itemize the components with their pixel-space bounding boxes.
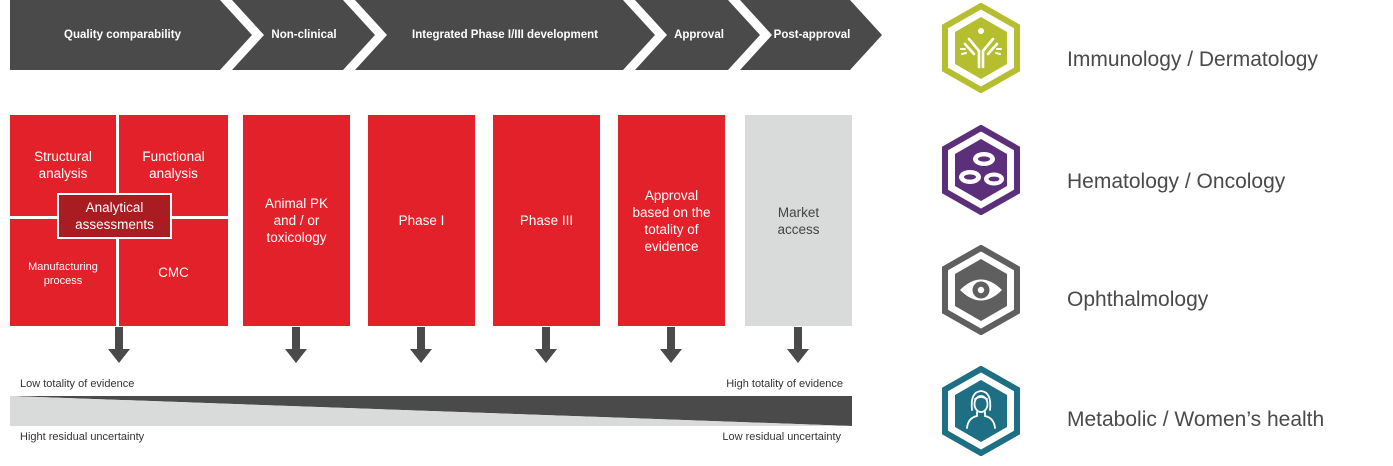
market-access-label: Market access [777,204,820,237]
high-totality-label: High totality of evidence [726,378,843,390]
eye-icon [942,245,1020,335]
phase-label-quality: Quality comparability [64,29,181,41]
low-totality-label: Low totality of evidence [20,378,135,390]
phase-chevron-4 [635,0,760,70]
market-access-box: Market access [745,115,852,326]
manufacturing-process-label: Manufacturing process [28,261,98,287]
analytical-assessments-label: Analytical assessments [75,200,154,232]
phase-label-post-approval: Post-approval [773,29,851,41]
down-arrow-5 [660,327,682,363]
metabolic-label: Metabolic / Women’s health [1067,408,1325,431]
phase-chevron-2 [232,0,375,70]
analytical-assessments-box: Analytical assessments [57,193,172,239]
phase-label-approval: Approval [674,29,724,41]
immunology-label: Immunology / Dermatology [1067,48,1318,71]
low-uncertainty-label: Low residual uncertainty [722,431,841,443]
antibody-icon [942,3,1020,93]
functional-analysis-cell: Functional analysis [119,115,228,216]
down-arrow-1 [108,327,130,363]
ophthalmology-label: Ophthalmology [1067,288,1209,311]
animal-pk-box: Animal PK and / or toxicology [243,115,350,326]
down-arrow-3 [410,327,432,363]
approval-label: Approval based on the totality of eviden… [632,187,711,254]
cmc-cell: CMC [119,219,228,326]
phase-chevron-3 [355,0,655,70]
woman-icon [942,366,1020,456]
animal-pk-label: Animal PK and / or toxicology [264,196,329,245]
phase-chevrons [10,0,882,70]
down-arrow-2 [285,327,307,363]
high-uncertainty-label: Hight residual uncertainty [20,431,145,443]
blood-cells-icon [942,125,1020,215]
phase-3-box: Phase III [493,115,600,326]
phase-1-box: Phase I [368,115,475,326]
hematology-label: Hematology / Oncology [1067,170,1286,193]
down-arrow-4 [535,327,557,363]
evidence-bar [10,396,852,426]
functional-analysis-label: Functional analysis [142,149,205,181]
phase-chevron-1 [10,0,252,70]
phase-label-integrated: Integrated Phase I/III development [412,29,598,41]
approval-box: Approval based on the totality of eviden… [618,115,725,326]
down-arrow-6 [787,327,809,363]
phase-1-label: Phase I [398,213,445,228]
phase-3-label: Phase III [519,213,574,228]
phase-label-nonclinical: Non-clinical [271,29,337,41]
cmc-label: CMC [158,265,189,280]
phase-chevron-5 [740,0,882,70]
evidence-wedge-light [10,396,852,426]
structural-analysis-label: Structural analysis [34,149,92,181]
